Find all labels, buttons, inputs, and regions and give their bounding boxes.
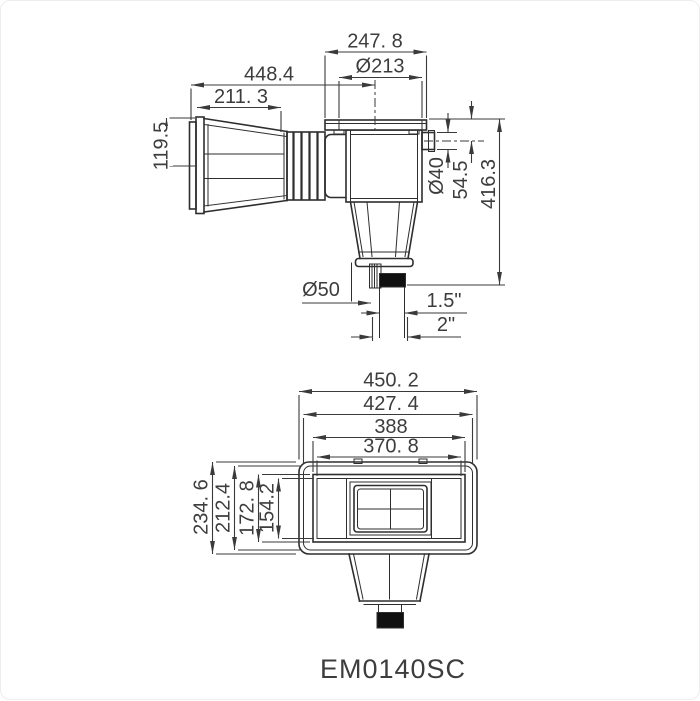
ribbed-throat [286,131,326,201]
dim-outlet-socket: 2" [437,314,455,336]
drain-pipe-fitting-front [376,612,404,629]
dim-total-height: 416.3 [478,159,500,209]
dim-overflow-offset: 54.5 [450,161,472,200]
faceplate-front [298,458,478,555]
side-view: 247. 8 Ø213 448.4 211. 3 119.5 [151,31,505,341]
front-view-dimensions: 450. 2 427. 4 388 370. 8 234. 6 [191,370,478,555]
dim-top-width: 247. 8 [347,31,403,53]
drain-pipe-fitting [379,273,406,288]
dim-lid-diameter: Ø213 [356,56,405,78]
model-number-label: EM0140SC [320,654,466,684]
side-view-dimensions: 247. 8 Ø213 448.4 211. 3 119.5 [151,31,505,341]
overflow-socket [421,130,484,152]
dim-opening-height: 154.2 [257,483,279,533]
dim-outlet-thread: 1.5" [427,290,462,312]
faceplate-flange [188,116,205,215]
dim-drain-diameter: Ø50 [302,279,340,301]
dim-throat-length: 211. 3 [214,86,268,108]
tank-body [345,129,423,203]
dim-faceplate-width: 450. 2 [363,370,419,392]
dim-opening-outer-width: 388 [374,416,407,438]
dim-opening-width: 370. 8 [363,436,419,458]
dim-body-height: 212.4 [213,483,235,533]
basket-taper [349,201,419,268]
drain-pipe [351,262,406,338]
skimmer-mouth-snout [203,117,288,213]
dim-opening-outer-height: 172. 8 [237,480,259,536]
dim-faceplate-height: 234. 6 [191,479,213,535]
throat-front [348,553,430,629]
dim-body-width: 427. 4 [363,393,419,415]
weir-door [349,481,432,536]
lid-collar [324,119,428,135]
dim-total-length: 448.4 [244,64,294,86]
dim-overflow-diameter: Ø40 [426,157,448,195]
front-view: 450. 2 427. 4 388 370. 8 234. 6 [191,370,478,629]
dim-mouth-half-height: 119.5 [151,122,173,171]
